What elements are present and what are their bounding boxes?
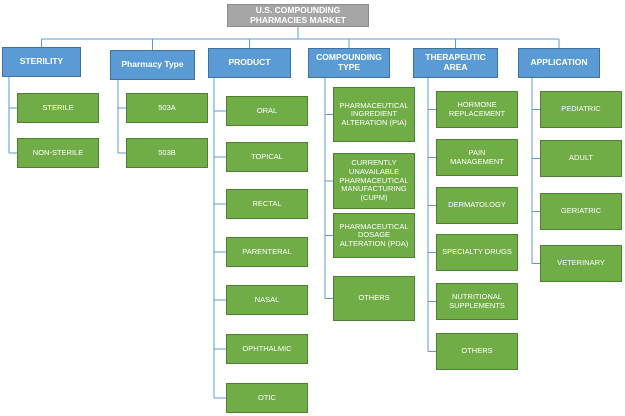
category-header: COMPOUNDING TYPE bbox=[308, 48, 390, 78]
category-item: OTHERS bbox=[436, 333, 518, 370]
category-item: VETERINARY bbox=[540, 245, 622, 282]
category-item: PHARMACEUTICAL DOSAGE ALTERATION (PDA) bbox=[333, 213, 415, 258]
category-item: TOPICAL bbox=[226, 142, 308, 172]
category-item: OPHTHALMIC bbox=[226, 334, 308, 364]
category-item: ADULT bbox=[540, 140, 622, 177]
diagram-root-title: U.S. COMPOUNDING PHARMACIES MARKET bbox=[227, 4, 369, 27]
category-item: HORMONE REPLACEMENT bbox=[436, 91, 518, 128]
category-item: NUTRITIONAL SUPPLEMENTS bbox=[436, 283, 518, 320]
category-header: THERAPEUTIC AREA bbox=[413, 48, 498, 78]
category-item: OTIC bbox=[226, 383, 308, 413]
category-item: PAIN MANAGEMENT bbox=[436, 139, 518, 176]
category-item: NON-STERILE bbox=[17, 138, 99, 168]
category-item: 503A bbox=[126, 93, 208, 123]
category-item: GERIATRIC bbox=[540, 193, 622, 230]
category-item: CURRENTLY UNAVAILABLE PHARMACEUTICAL MAN… bbox=[333, 153, 415, 209]
category-header: Pharmacy Type bbox=[110, 50, 195, 80]
category-item: 503B bbox=[126, 138, 208, 168]
category-item: RECTAL bbox=[226, 189, 308, 219]
category-item: OTHERS bbox=[333, 276, 415, 321]
category-header: STERILITY bbox=[2, 47, 81, 77]
category-item: PARENTERAL bbox=[226, 237, 308, 267]
category-item: SPECIALTY DRUGS bbox=[436, 234, 518, 271]
category-item: STERILE bbox=[17, 93, 99, 123]
category-item: DERMATOLOGY bbox=[436, 187, 518, 224]
category-header: APPLICATION bbox=[518, 48, 600, 78]
category-item: PEDIATRIC bbox=[540, 91, 622, 128]
category-header: PRODUCT bbox=[208, 48, 291, 78]
category-item: PHARMACEUTICAL INGREDIENT ALTERATION (PI… bbox=[333, 87, 415, 142]
category-item: ORAL bbox=[226, 96, 308, 126]
category-item: NASAL bbox=[226, 285, 308, 315]
